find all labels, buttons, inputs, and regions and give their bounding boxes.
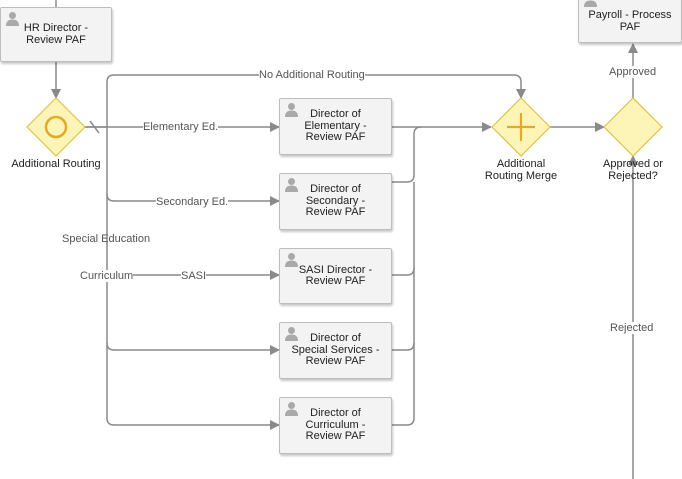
task-director-elementary[interactable]: Director of Elementary - Review PAF	[279, 98, 392, 155]
flow-no-additional-routing	[84, 74, 526, 128]
flow-label-approved: Approved	[609, 66, 657, 78]
circle-marker-icon	[44, 115, 68, 139]
flow-label-sasi: SASI	[181, 270, 207, 282]
flow-label-special-education: Special Education	[62, 233, 151, 245]
gateway-label-routing-merge: Additional Routing Merge	[484, 158, 558, 182]
flow-special	[106, 342, 280, 355]
flow-curriculum-to-merge	[392, 343, 415, 426]
flow-curriculum	[106, 417, 280, 430]
task-director-curriculum[interactable]: Director of Curriculum - Review PAF	[279, 397, 392, 454]
gateway-label-additional-routing: Additional Routing	[11, 158, 101, 170]
task-label: HR Director - Review PAF	[23, 22, 89, 46]
flow-merge-trunk	[413, 126, 422, 135]
default-flow-marker	[89, 120, 100, 134]
user-icon	[285, 253, 298, 267]
plus-icon	[507, 113, 535, 141]
task-label: Director of Curriculum - Review PAF	[305, 407, 366, 443]
task-director-secondary[interactable]: Director of Secondary - Review PAF	[279, 173, 392, 230]
gateway-label-approved-rejected: Approved or Rejected?	[603, 158, 663, 182]
flow-special-to-merge	[392, 268, 415, 351]
flow-label-curriculum: Curriculum	[80, 270, 134, 282]
task-label: Director of Secondary - Review PAF	[305, 183, 366, 219]
user-icon	[285, 327, 298, 341]
task-label: SASI Director - Review PAF	[298, 263, 373, 287]
flow-label-elementary: Elementary Ed.	[143, 121, 219, 133]
user-icon	[584, 0, 597, 7]
user-icon	[285, 402, 298, 416]
flow-label-no-additional-routing: No Additional Routing	[259, 69, 365, 81]
gateway-approved-rejected[interactable]	[603, 97, 663, 157]
gateway-additional-routing[interactable]	[26, 97, 86, 157]
task-sasi-director[interactable]: SASI Director - Review PAF	[279, 248, 392, 304]
task-hr-director-review[interactable]: HR Director - Review PAF	[0, 7, 112, 62]
user-icon	[285, 103, 298, 117]
task-label: Payroll - Process PAF	[588, 9, 672, 33]
flow-sasi-to-merge	[392, 182, 415, 276]
flow-secondary-to-merge	[392, 134, 415, 183]
task-label: Director of Elementary - Review PAF	[304, 108, 367, 144]
gateway-routing-merge[interactable]	[491, 97, 551, 157]
flow-label-secondary: Secondary Ed.	[156, 196, 229, 208]
user-icon	[285, 178, 298, 192]
task-label: Director of Special Services - Review PA…	[291, 332, 380, 368]
task-director-special-services[interactable]: Director of Special Services - Review PA…	[279, 322, 392, 379]
task-payroll-process[interactable]: Payroll - Process PAF	[578, 0, 682, 43]
user-icon	[6, 12, 19, 26]
flow-label-rejected: Rejected	[610, 322, 654, 334]
flow-secondary	[106, 193, 280, 206]
